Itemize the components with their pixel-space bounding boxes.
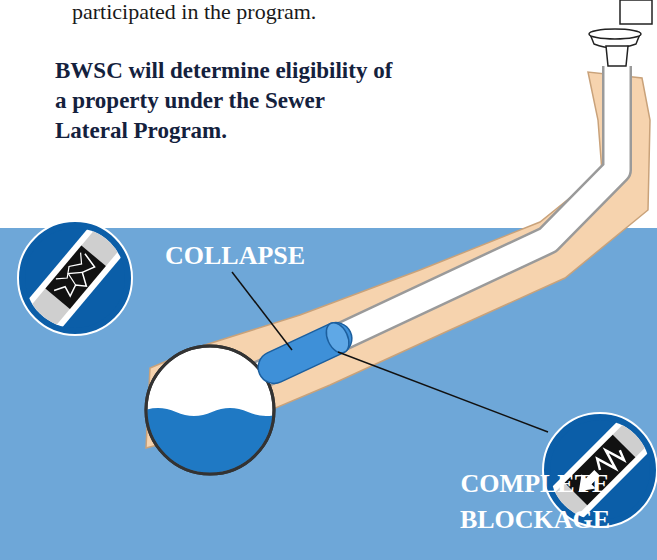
pipe-inner <box>8 203 142 354</box>
cracked-pipe-detail <box>4 199 147 358</box>
crack-line <box>54 254 102 305</box>
sewer-water-group <box>140 408 284 480</box>
sewer-main-rim <box>146 346 274 474</box>
sewer-water <box>140 408 284 480</box>
callout-circle <box>18 221 132 335</box>
pipe-wall <box>4 199 147 358</box>
leader-line <box>338 352 548 432</box>
eligibility-statement: BWSC will determine eligibility of a pro… <box>55 56 400 146</box>
toilet-symbol <box>589 0 652 66</box>
toilet-pedestal <box>606 46 628 66</box>
callout-label: COLLAPSE <box>165 240 365 272</box>
callout-label: COMPLETE BLOCKAGE <box>450 466 620 538</box>
toilet-seat <box>589 29 641 39</box>
toilet-tank <box>620 0 652 24</box>
crack-line <box>56 251 87 285</box>
crack-line <box>66 266 85 285</box>
note-text: participated in the program. <box>72 0 492 26</box>
pipe-outline <box>232 66 617 388</box>
leader-line <box>232 272 292 350</box>
sewer-lateral-pipe <box>232 66 617 388</box>
pipe-break <box>45 246 106 309</box>
blockage-end <box>322 319 354 356</box>
